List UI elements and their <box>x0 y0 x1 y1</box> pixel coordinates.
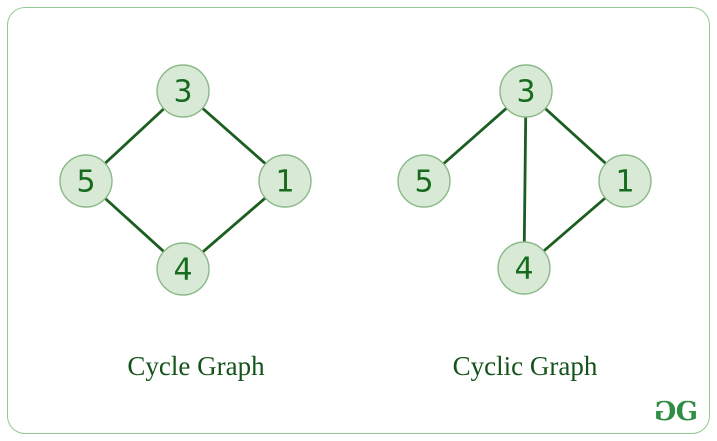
cyclic-graph-node-5 <box>397 154 451 208</box>
cycle-graph-node-4 <box>156 242 210 296</box>
cycle-graph-node-label-3: 3 <box>173 75 192 110</box>
cycle-graph-node-label-5: 5 <box>76 165 95 200</box>
cycle-graph-node-label-4: 4 <box>173 253 192 288</box>
geeksforgeeks-logo: GG <box>656 397 698 427</box>
logo-left-g: G <box>656 397 676 427</box>
cycle-graph-node-5 <box>59 154 113 208</box>
cyclic-graph-node-label-3: 3 <box>516 75 535 110</box>
cycle-graph-label: Cycle Graph <box>127 351 265 381</box>
cyclic-graph-label: Cyclic Graph <box>452 351 598 381</box>
cyclic-graph-node-1 <box>598 154 652 208</box>
cyclic-graph-edge-3-4 <box>522 90 528 269</box>
logo-right-g: G <box>675 397 698 427</box>
cycle-graph-node-1 <box>258 154 312 208</box>
cyclic-graph-node-label-1: 1 <box>615 165 634 200</box>
cyclic-graph-node-4 <box>497 241 551 295</box>
cyclic-graph-node-3 <box>499 64 553 118</box>
cycle-graph-node-3 <box>156 64 210 118</box>
cyclic-graph-node-label-5: 5 <box>414 165 433 200</box>
cycle-graph-node-label-1: 1 <box>275 165 294 200</box>
cyclic-graph-node-label-4: 4 <box>514 252 533 287</box>
